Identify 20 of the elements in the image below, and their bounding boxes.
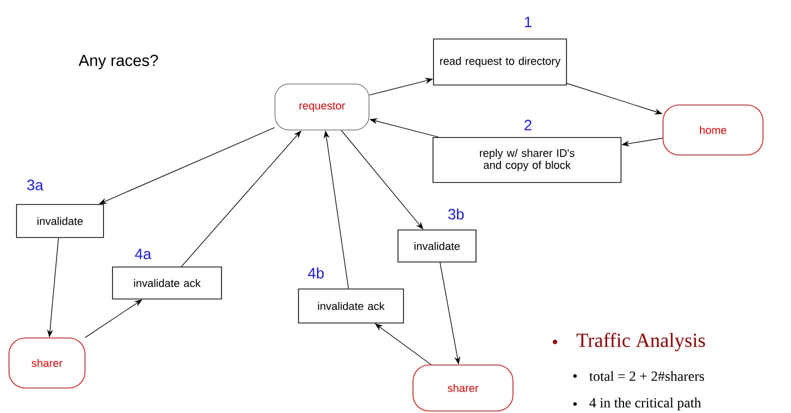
node-rounded-box: requestor	[274, 84, 370, 130]
node-rounded-box: sharer	[412, 364, 514, 412]
step-number: 1	[524, 16, 532, 28]
message-box: reply w/ sharer ID's and copy of block	[432, 137, 622, 183]
heading-text: Traffic Analysis	[576, 332, 705, 352]
node-rounded-box: sharer	[8, 338, 86, 388]
step-number: 3a	[27, 180, 44, 190]
node-rounded-box: home	[662, 104, 764, 156]
message-box: invalidate ack	[298, 288, 404, 324]
step-number: 3b	[448, 208, 464, 220]
bullet-text: total = 2 + 2#sharers	[589, 371, 704, 381]
step-number: 2	[524, 120, 532, 130]
message-box: read request to directory	[433, 38, 567, 86]
message-box: invalidate	[16, 204, 104, 238]
message-box: invalidate ack	[112, 266, 222, 300]
question-text: Any races?	[78, 54, 158, 70]
step-number: 4b	[308, 268, 324, 278]
bullet-text: 4 in the critical path	[589, 398, 702, 410]
step-number: 4a	[135, 248, 152, 260]
message-box: invalidate	[398, 230, 476, 262]
